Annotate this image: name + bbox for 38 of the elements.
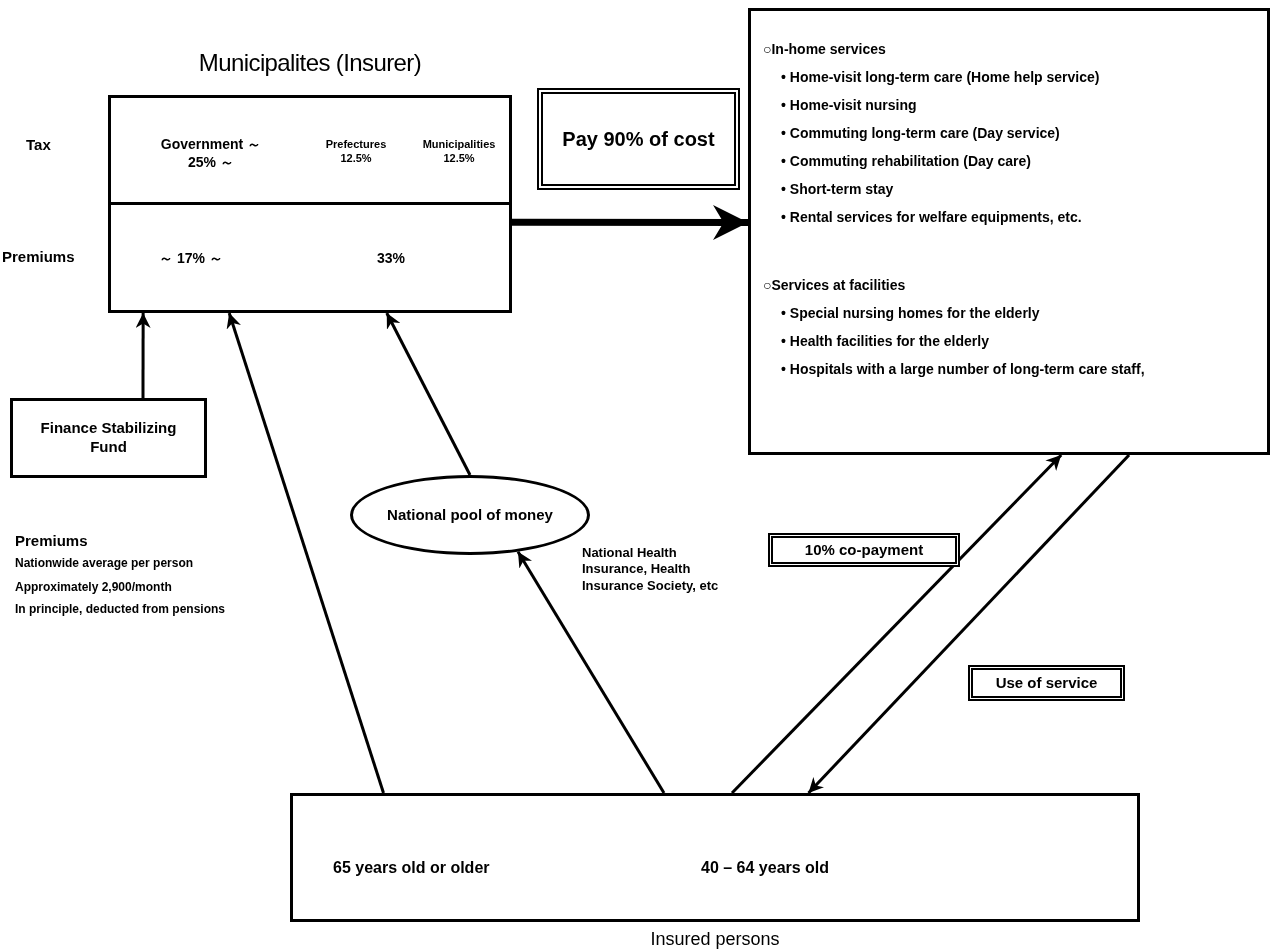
label-box: 10% co-payment bbox=[768, 533, 960, 567]
arrow bbox=[512, 205, 748, 240]
arrow bbox=[385, 312, 472, 476]
label-box: Finance Stabilizing Fund bbox=[10, 398, 207, 478]
arrow bbox=[226, 312, 385, 794]
list-heading: ○In-home services bbox=[763, 40, 887, 59]
text-label: Premiums bbox=[15, 532, 88, 551]
table-cell-text: Municipalities 12.5% bbox=[421, 138, 497, 166]
table-cell-text: Government ～ 25% ～ bbox=[159, 136, 263, 171]
list-item: • Special nursing homes for the elderly bbox=[780, 304, 1041, 323]
table-title: Municipalites (Insurer) bbox=[197, 48, 423, 78]
arrow bbox=[135, 313, 151, 398]
text-label: Approximately 2,900/month bbox=[15, 580, 172, 595]
table-cell-text: 33% bbox=[376, 249, 406, 268]
arrow bbox=[807, 453, 1131, 795]
list-item: • Commuting long-term care (Day service) bbox=[780, 124, 1061, 143]
group-label: 65 years old or older bbox=[333, 858, 490, 878]
list-item: • Short-term stay bbox=[780, 180, 895, 199]
label-box: Use of service bbox=[968, 665, 1125, 701]
arrow bbox=[730, 453, 1063, 795]
list-item: • Commuting rehabilitation (Day care) bbox=[780, 152, 1032, 171]
list-item: • Home-visit nursing bbox=[780, 96, 918, 115]
label-box: Pay 90% of cost bbox=[537, 88, 740, 190]
text-label: Nationwide average per person bbox=[15, 556, 194, 571]
text-label: Tax bbox=[26, 136, 51, 155]
list-heading: ○Services at facilities bbox=[763, 276, 907, 295]
table-cell-text: ～ 17% ～ bbox=[158, 249, 224, 268]
box-title: Insured persons bbox=[649, 928, 781, 949]
group-label: 40 – 64 years old bbox=[701, 858, 830, 878]
list-item: • Health facilities for the elderly bbox=[780, 332, 990, 351]
list-item: • Home-visit long-term care (Home help service) bbox=[780, 68, 1101, 87]
list-item: • Hospitals with a large number of long-term care staff, bbox=[780, 360, 1146, 379]
text-label: Premiums bbox=[2, 248, 75, 267]
text-label: In principle, deducted from pensions bbox=[15, 602, 227, 617]
list-item: • Rental services for welfare equipments, etc. bbox=[780, 208, 1083, 227]
table-cell-text: Prefectures 12.5% bbox=[324, 138, 388, 166]
services-box bbox=[748, 8, 1270, 455]
text-label: National Health Insurance, Health Insurance Society, etc bbox=[582, 545, 720, 594]
